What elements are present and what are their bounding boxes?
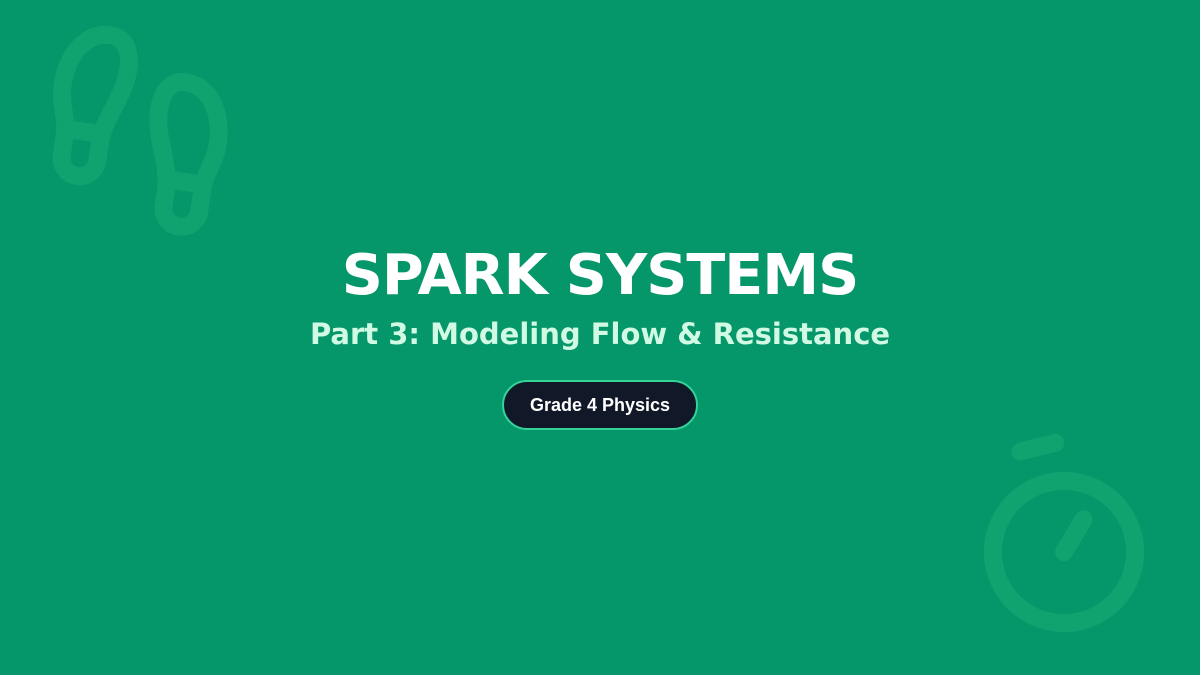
slide-title: SPARK SYSTEMS [341, 243, 859, 308]
slide-subtitle: Part 3: Modeling Flow & Resistance [309, 317, 891, 351]
footprints-icon [52, 26, 228, 236]
stopwatch-icon [983, 433, 1145, 633]
title-block: SPARK SYSTEMS Part 3: Modeling Flow & Re… [0, 240, 1200, 430]
grade-badge: Grade 4 Physics [501, 380, 699, 430]
